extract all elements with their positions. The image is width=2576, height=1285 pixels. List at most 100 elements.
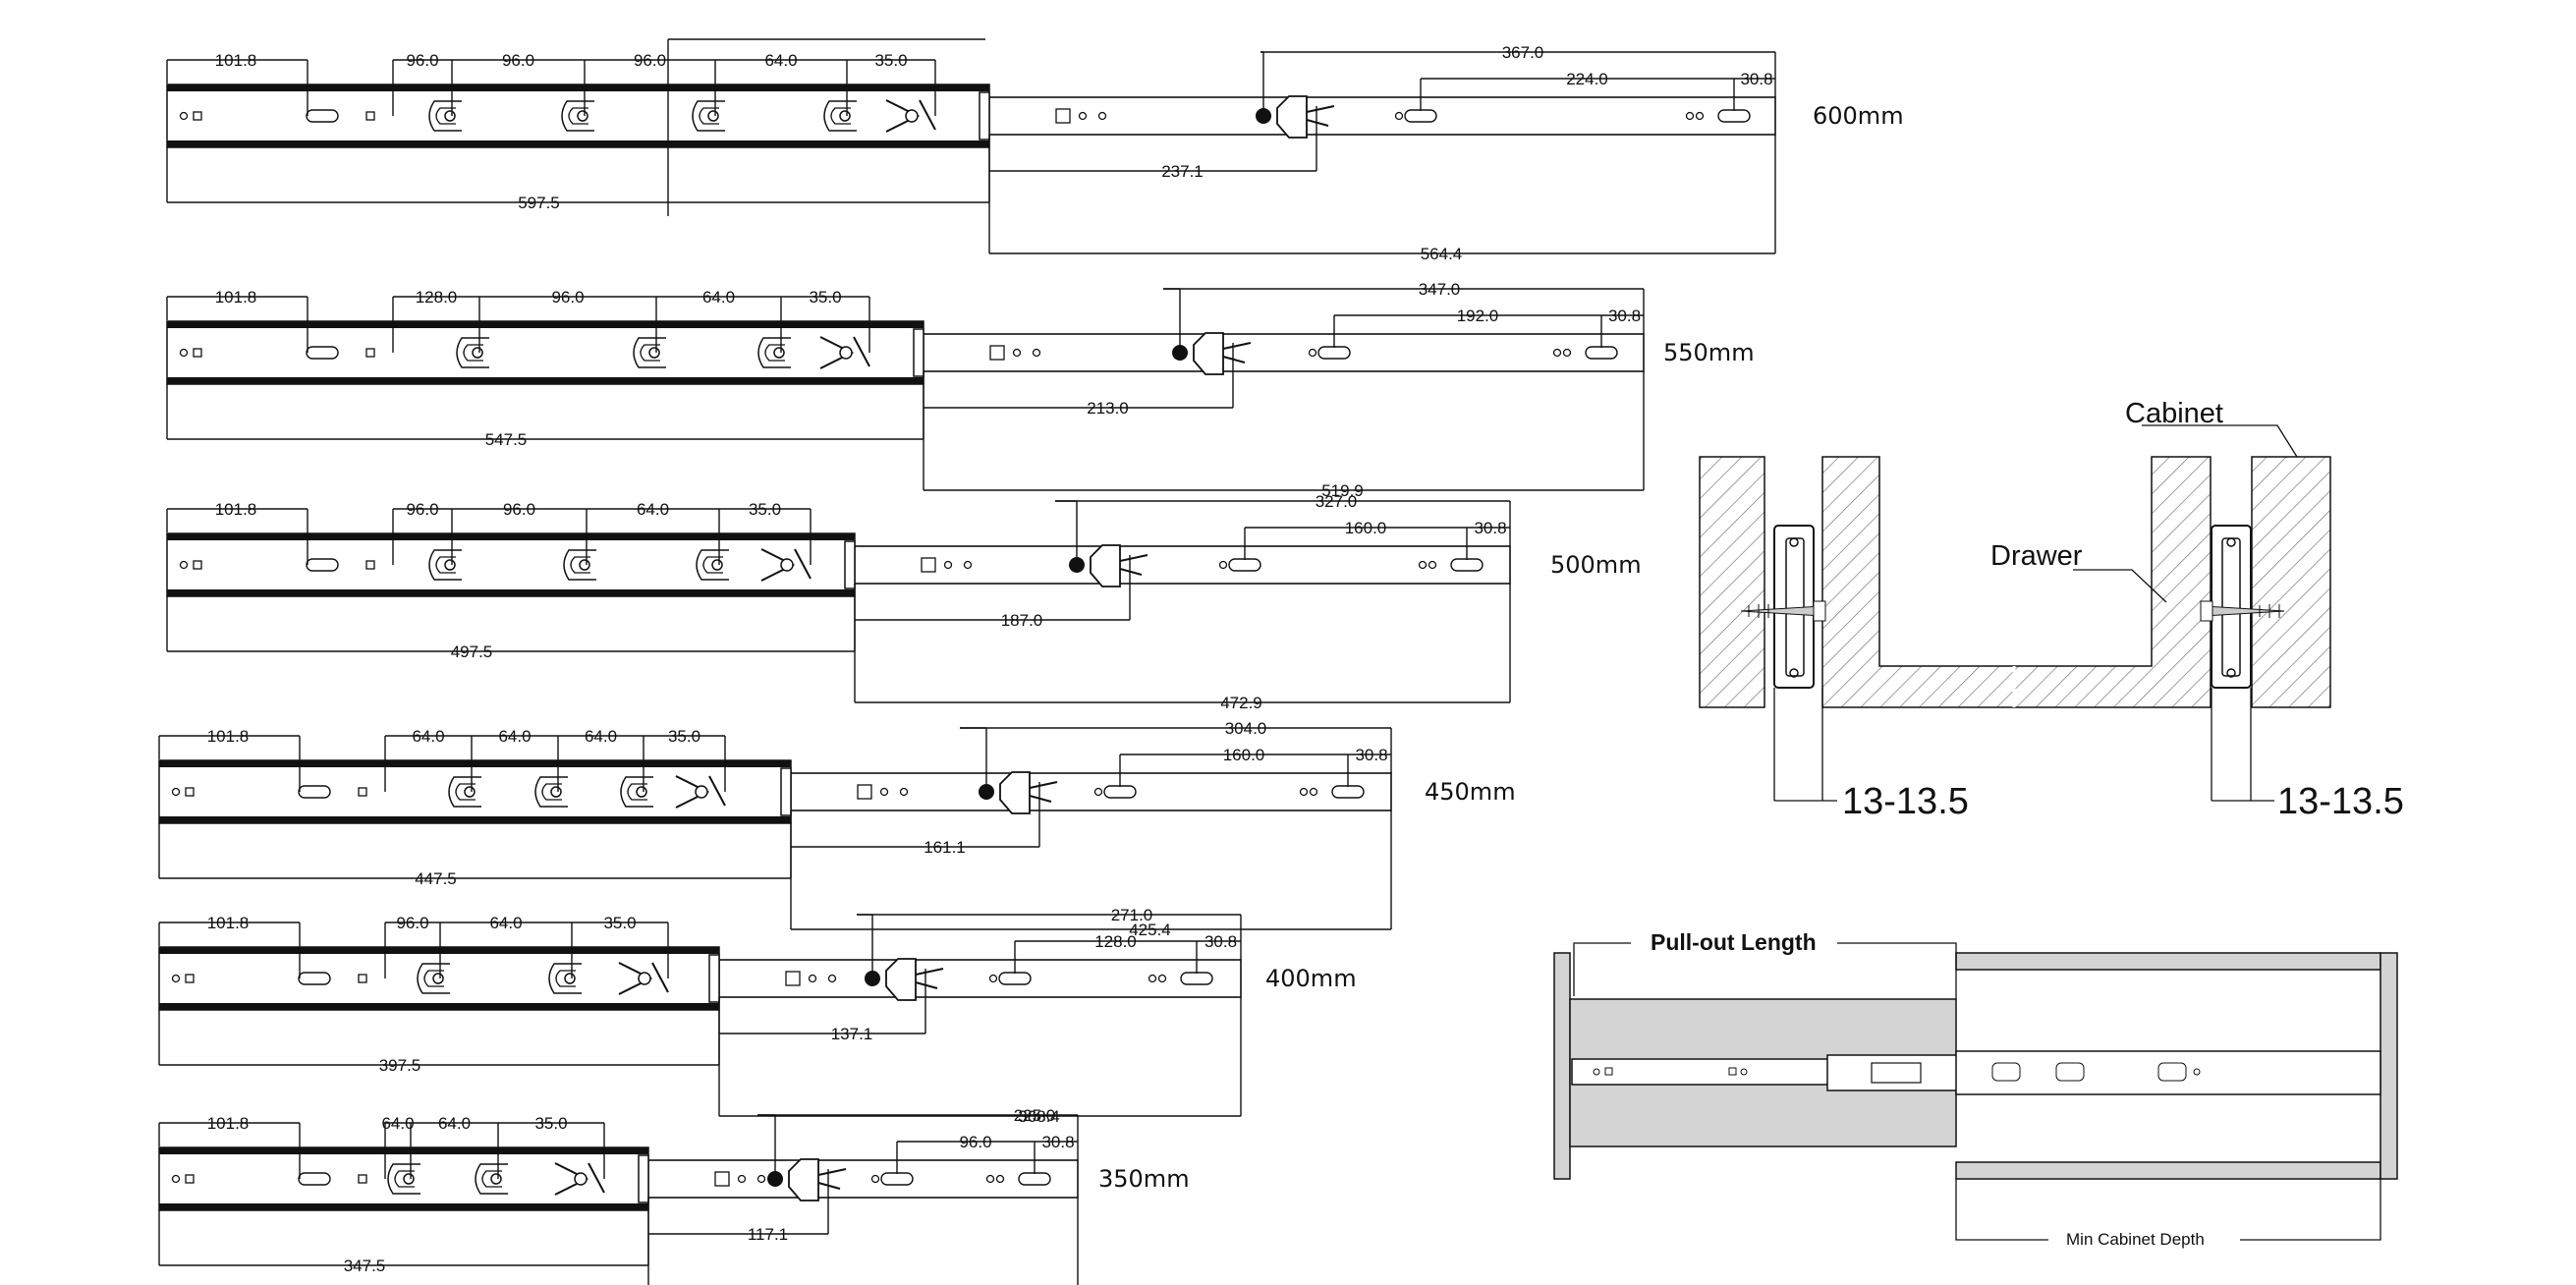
dim-cabinet-length: 447.5 <box>415 869 457 888</box>
dim-hole-pitch: 64.0 <box>438 1114 471 1133</box>
dim-end-offset: 30.8 <box>1204 932 1237 951</box>
cross-section-detail <box>1699 424 2331 802</box>
cabinet-wall-left <box>1699 456 1765 708</box>
cabinet-back-panel <box>2380 952 2398 1180</box>
clearance-right-label: 13-13.5 <box>2277 781 2404 822</box>
dim-hole-span: 96.0 <box>959 1133 991 1151</box>
installed-slide-inner <box>1571 1058 1845 1086</box>
rail-stopper <box>844 540 856 589</box>
dim-hole-pitch: 35.0 <box>874 51 907 70</box>
min-cabinet-depth-label: Min Cabinet Depth <box>2066 1230 2205 1249</box>
dim-hole-span: 224.0 <box>1566 70 1608 88</box>
dim-hole-pitch: 128.0 <box>416 288 458 307</box>
dim-member-length: 425.4 <box>1129 921 1171 939</box>
outer-rail-bottom-flange <box>159 816 791 823</box>
cabinet-wall-right <box>2251 456 2331 708</box>
disconnect-lever <box>1193 332 1224 375</box>
outer-rail-top-flange <box>167 84 989 91</box>
inner-rail <box>854 545 1511 585</box>
dim-end-offset: 30.8 <box>1740 70 1772 88</box>
dim-hole-pitch: 35.0 <box>534 1114 567 1133</box>
dim-cabinet-length: 497.5 <box>451 642 493 661</box>
slide-length-label: 600mm <box>1813 102 1904 130</box>
catch-pin <box>1172 345 1188 361</box>
dim-stroke: 161.1 <box>924 838 966 857</box>
dim-hole-pitch: 96.0 <box>406 500 438 519</box>
dim-hole-pitch: 96.0 <box>406 51 438 70</box>
outer-rail-top-flange <box>159 1147 648 1154</box>
dim-hole-pitch: 35.0 <box>668 727 700 746</box>
outer-rail <box>166 532 856 597</box>
clearance-left-label: 13-13.5 <box>1842 781 1969 822</box>
dim-cabinet-length: 347.5 <box>344 1257 386 1275</box>
outer-rail-top-flange <box>159 947 719 954</box>
slide-length-label: 450mm <box>1425 778 1516 806</box>
dim-hole-pitch: 64.0 <box>381 1114 414 1133</box>
dim-first-hole: 101.8 <box>215 51 257 70</box>
slide-profile-right <box>2200 525 2285 689</box>
catch-pin <box>1069 557 1085 573</box>
dim-cabinet-length: 597.5 <box>518 194 560 212</box>
dim-rear-hole: 347.0 <box>1419 280 1461 299</box>
dim-hole-pitch: 96.0 <box>634 51 666 70</box>
outer-rail-bottom-flange <box>167 140 989 147</box>
dim-member-length: 564.4 <box>1421 245 1463 263</box>
dim-hole-span: 192.0 <box>1457 307 1499 325</box>
catch-pin <box>1256 108 1271 124</box>
dim-cabinet-length: 547.5 <box>485 430 528 449</box>
rail-stopper <box>708 954 720 1003</box>
cabinet-front-panel <box>1553 952 1571 1180</box>
disconnect-lever <box>885 958 917 1001</box>
catch-pin <box>865 971 880 986</box>
slide-length-label: 550mm <box>1663 339 1755 366</box>
outer-rail-bottom-flange <box>159 1003 719 1010</box>
dim-first-hole: 101.8 <box>207 727 250 746</box>
slide-450mm: 101.8 64.0 64.0 64.0 35.0 447.5 161.1 425.4 304.… <box>158 719 1516 939</box>
inner-rail <box>790 772 1392 811</box>
dim-end-offset: 30.8 <box>1608 307 1641 325</box>
dim-end-offset: 30.8 <box>1355 746 1387 764</box>
dim-rear-hole: 327.0 <box>1316 492 1358 511</box>
outer-rail-top-flange <box>167 533 855 540</box>
dim-hole-pitch: 35.0 <box>749 500 781 519</box>
disconnect-lever <box>999 771 1031 814</box>
installation-diagram <box>1553 942 2398 1241</box>
rail-stopper <box>979 91 990 140</box>
inner-rail <box>718 959 1242 998</box>
dim-hole-pitch: 64.0 <box>412 727 444 746</box>
rail-stopper <box>638 1154 649 1203</box>
dim-end-offset: 30.8 <box>1041 1133 1074 1151</box>
dim-hole-pitch: 96.0 <box>396 914 428 932</box>
installed-slide-outer <box>1955 1050 2381 1095</box>
disconnect-lever <box>788 1158 819 1201</box>
pullout-length-label: Pull-out Length <box>1651 929 1817 955</box>
slide-length-label: 500mm <box>1550 551 1642 579</box>
dim-cabinet-length: 397.5 <box>379 1056 421 1075</box>
dim-hole-pitch: 35.0 <box>809 288 841 307</box>
dim-hole-pitch: 64.0 <box>764 51 797 70</box>
dim-first-hole: 101.8 <box>207 1114 250 1133</box>
inner-rail <box>988 96 1776 136</box>
dim-first-hole: 101.8 <box>207 914 250 932</box>
cabinet-top-board <box>1955 952 2381 971</box>
dim-first-hole: 101.8 <box>215 500 257 519</box>
dim-hole-pitch: 64.0 <box>489 914 522 932</box>
outer-rail-top-flange <box>167 321 924 328</box>
drawer-label: Drawer <box>1990 540 2083 572</box>
dim-member-length: 472.9 <box>1220 694 1262 712</box>
dim-hole-pitch: 64.0 <box>702 288 735 307</box>
dim-member-length: 519.9 <box>1321 481 1364 500</box>
dim-stroke: 117.1 <box>748 1225 788 1244</box>
dim-rear-hole: 304.0 <box>1225 719 1267 738</box>
inner-rail <box>923 333 1645 372</box>
slide-length-label: 350mm <box>1098 1165 1190 1193</box>
dim-hole-pitch: 64.0 <box>498 727 531 746</box>
dim-hole-span: 160.0 <box>1223 746 1265 764</box>
dim-hole-pitch: 64.0 <box>585 727 617 746</box>
